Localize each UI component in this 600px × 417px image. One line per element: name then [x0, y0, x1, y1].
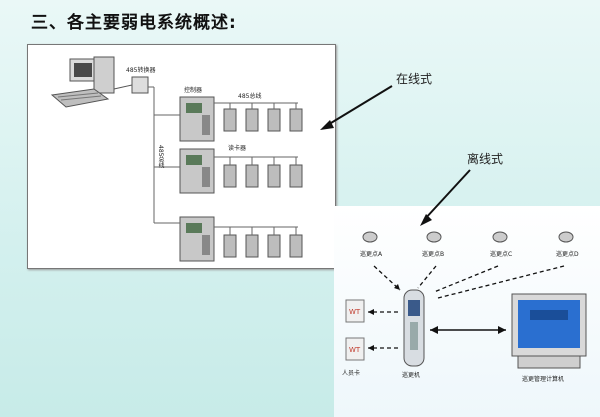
patrol-device-label: 巡更机	[402, 372, 421, 379]
offline-system-diagram: WT WT 巡更点A 巡更点B 巡更点C 巡更点D 人员卡 巡更机 巡更管理计算…	[334, 206, 600, 417]
vertical-bus-label: 485总线	[157, 145, 164, 169]
patrol-point-label-c: 巡更点C	[490, 251, 513, 258]
bus-label: 485总线	[238, 93, 262, 100]
patrol-device-icon	[403, 289, 425, 367]
patrol-point-icon	[426, 231, 442, 243]
svg-text:WT: WT	[349, 308, 361, 316]
online-callout-label: 在线式	[396, 72, 433, 86]
controller-label: 控制器	[184, 87, 203, 94]
patrol-point-icon	[558, 231, 574, 243]
management-computer-label: 巡更管理计算机	[522, 376, 565, 383]
converter-label: 485转换器	[126, 67, 156, 74]
page-title: 三、各主要弱电系统概述:	[31, 13, 237, 33]
computer-icon	[50, 56, 115, 108]
patrol-point-label-a: 巡更点A	[360, 251, 383, 258]
person-card-label: 人员卡	[342, 370, 361, 377]
patrol-point-label-d: 巡更点D	[556, 251, 579, 258]
patrol-point-icon	[362, 231, 378, 243]
management-computer-icon	[511, 293, 587, 369]
controller-icon	[179, 148, 215, 194]
patrol-point-icon	[492, 231, 508, 243]
reader-label: 读卡器	[228, 145, 247, 152]
offline-callout-label: 离线式	[467, 152, 504, 166]
controller-icon	[179, 216, 215, 262]
person-card-icon: WT	[345, 299, 365, 323]
online-system-diagram: 485转换器 控制器 485总线 读卡器 485总线	[27, 44, 336, 269]
svg-text:WT: WT	[349, 346, 361, 354]
converter-icon	[131, 76, 149, 94]
offline-wiring: WT WT	[345, 231, 587, 369]
patrol-point-label-b: 巡更点B	[422, 251, 445, 258]
person-card-icon: WT	[345, 337, 365, 361]
online-wiring	[50, 56, 303, 262]
controller-icon	[179, 96, 215, 142]
